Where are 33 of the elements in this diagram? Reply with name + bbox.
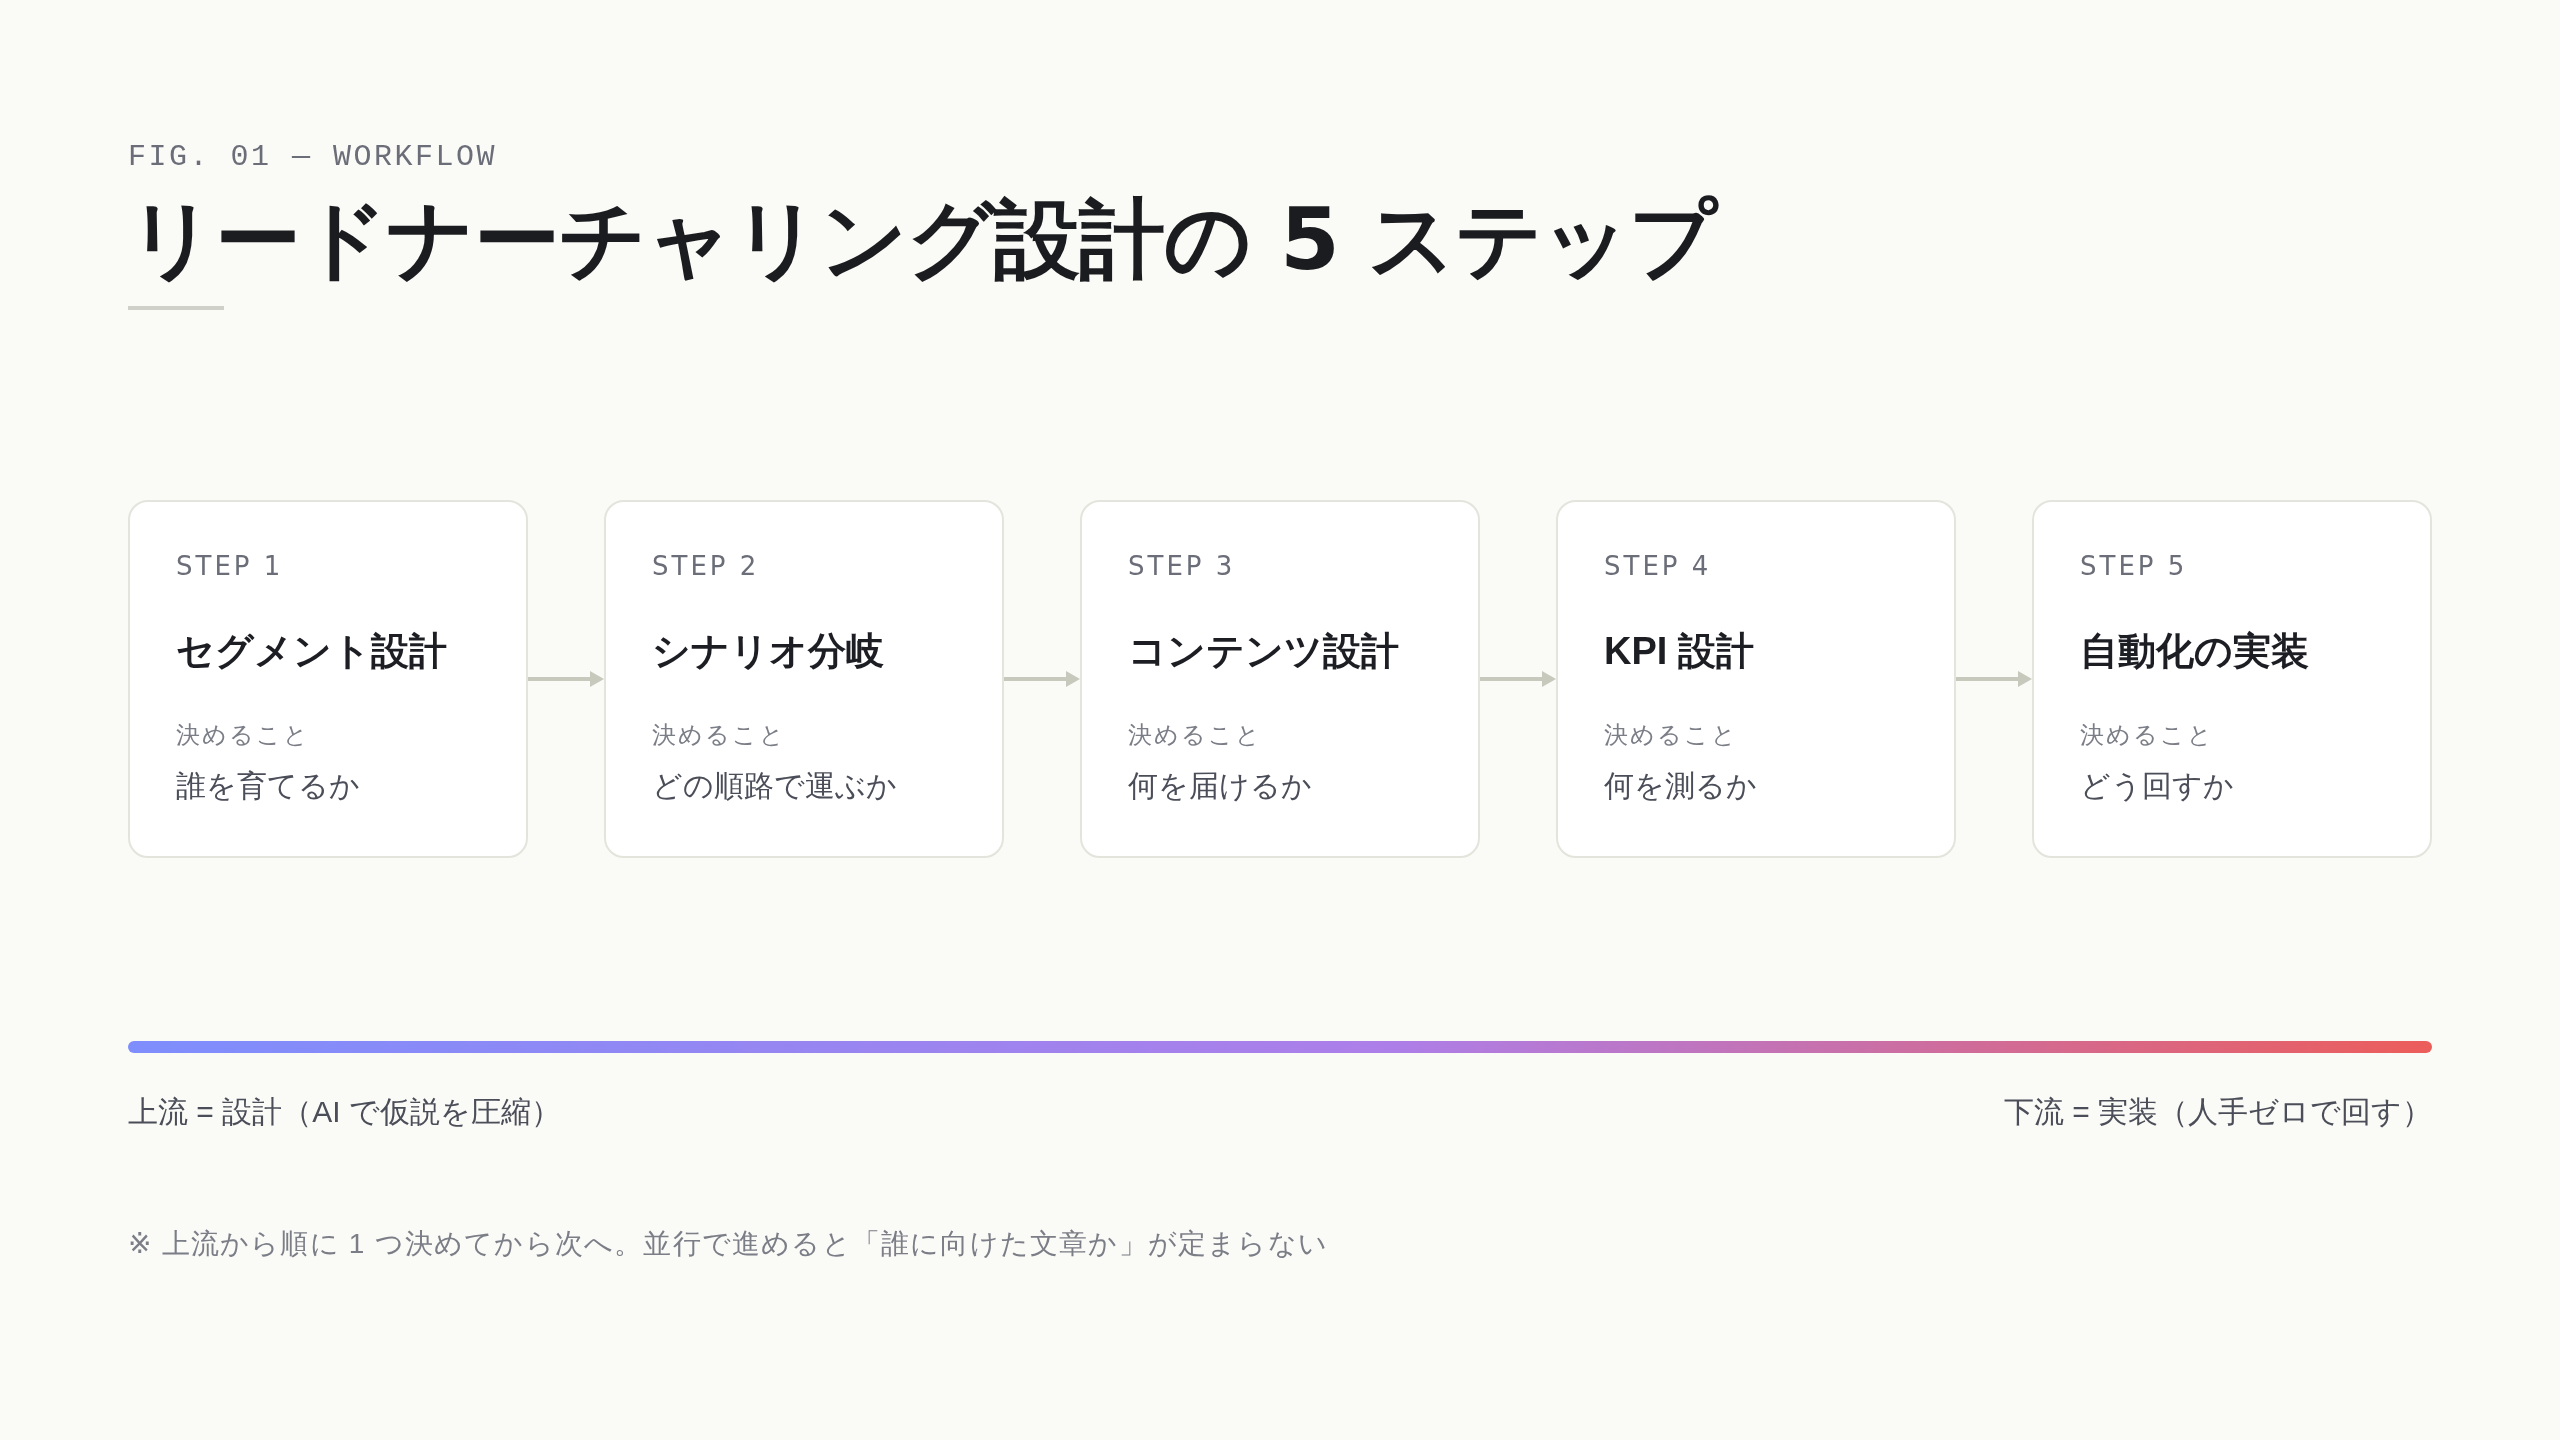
step-card <box>128 500 528 858</box>
decision-label: 決めること <box>176 720 310 750</box>
arrow <box>1480 671 1556 687</box>
footnote: ※ 上流から順に 1 つ決めてから次へ。並行で進めると「誰に向けた文章か」が定まらない <box>128 1227 1328 1261</box>
step-card <box>1080 500 1480 858</box>
step-label: STEP 1 <box>176 551 284 583</box>
decision-label: 決めること <box>1604 720 1738 750</box>
decision-label: 決めること <box>1128 720 1262 750</box>
step-card <box>1556 500 1956 858</box>
step-heading: 自動化の実装 <box>2080 629 2309 675</box>
step-card <box>2032 500 2432 858</box>
decision-text: 何を測るか <box>1604 768 1757 804</box>
step-heading: KPI 設計 <box>1604 629 1754 675</box>
figure-label: FIG. 01 — WORKFLOW <box>128 139 498 175</box>
step-heading: コンテンツ設計 <box>1128 629 1399 675</box>
step-label: STEP 5 <box>2080 551 2188 583</box>
decision-text: どの順路で運ぶか <box>652 768 897 804</box>
decision-label: 決めること <box>2080 720 2214 750</box>
step-label: STEP 3 <box>1128 551 1236 583</box>
step-label: STEP 2 <box>652 551 760 583</box>
arrow <box>1956 671 2032 687</box>
step-heading: シナリオ分岐 <box>652 629 884 675</box>
arrow <box>1004 671 1080 687</box>
decision-text: 誰を育てるか <box>176 768 360 804</box>
step-label: STEP 4 <box>1604 551 1712 583</box>
step-card <box>604 500 1004 858</box>
downstream-label: 下流 = 実装（人手ゼロで回す） <box>2003 1094 2432 1130</box>
arrow <box>528 671 604 687</box>
decision-label: 決めること <box>652 720 786 750</box>
decision-text: 何を届けるか <box>1128 768 1312 804</box>
upstream-label: 上流 = 設計（AI で仮説を圧縮） <box>128 1094 561 1130</box>
decision-text: どう回すか <box>2080 768 2234 804</box>
step-heading: セグメント設計 <box>176 629 447 675</box>
